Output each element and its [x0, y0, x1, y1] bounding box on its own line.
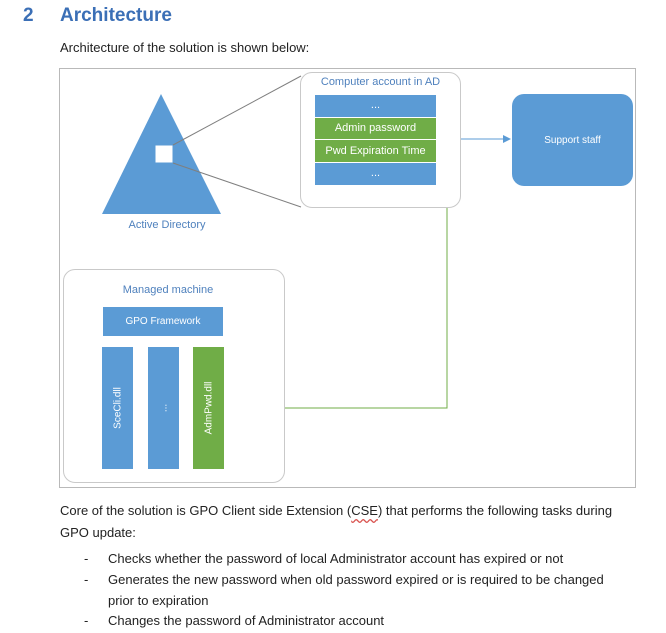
gpo-framework-box: GPO Framework — [103, 307, 223, 336]
support-staff-label: Support staff — [544, 134, 601, 146]
scecli-dll-label: SceCli.dll — [112, 387, 123, 429]
zoom-line-top — [172, 75, 302, 146]
section-title: Architecture — [60, 5, 172, 26]
section-number: 2 — [23, 5, 34, 26]
scecli-dll-column: SceCli.dll — [102, 347, 133, 469]
other-dll-label: ... — [158, 403, 169, 413]
computer-account-title: Computer account in AD — [320, 76, 441, 88]
active-directory-object-square — [154, 144, 174, 164]
list-item: - Checks whether the password of local A… — [0, 548, 666, 570]
managed-machine-title: Managed machine — [122, 284, 214, 296]
paragraph-text-start: Core of the solution is GPO Client side … — [60, 503, 352, 518]
bullet-text: Checks whether the password of local Adm… — [108, 551, 564, 566]
bullet-text: Changes the password of Administrator ac… — [108, 613, 385, 628]
architecture-figure — [59, 68, 636, 488]
zoom-line-bottom — [172, 162, 302, 208]
admpwd-dll-label: AdmPwd.dll — [203, 381, 214, 435]
paragraph-text-end: ) that performs the following tasks duri… — [60, 503, 613, 540]
list-item: - Generates the new password when old pa… — [0, 569, 666, 611]
active-directory-label: Active Directory — [128, 219, 206, 231]
bullet-dash: - — [84, 613, 89, 628]
bullet-dash: - — [84, 551, 89, 566]
admpwd-dll-column: AdmPwd.dll — [193, 347, 224, 469]
pwd-expiration-time-row: Pwd Expiration Time — [315, 140, 436, 162]
intro-text: Architecture of the solution is shown be… — [60, 40, 310, 55]
support-staff-box: Support staff — [512, 94, 633, 186]
list-item: - Changes the password of Administrator … — [0, 610, 666, 632]
ad-attribute-row: ... — [315, 95, 436, 117]
ad-attribute-row: ... — [315, 163, 436, 185]
cse-term: CSE — [351, 503, 378, 518]
bullet-text: Generates the new password when old pass… — [108, 572, 604, 608]
bullet-dash: - — [84, 572, 89, 587]
body-paragraph: Core of the solution is GPO Client side … — [60, 500, 640, 544]
admin-password-row: Admin password — [315, 118, 436, 139]
other-dll-column: ... — [148, 347, 179, 469]
